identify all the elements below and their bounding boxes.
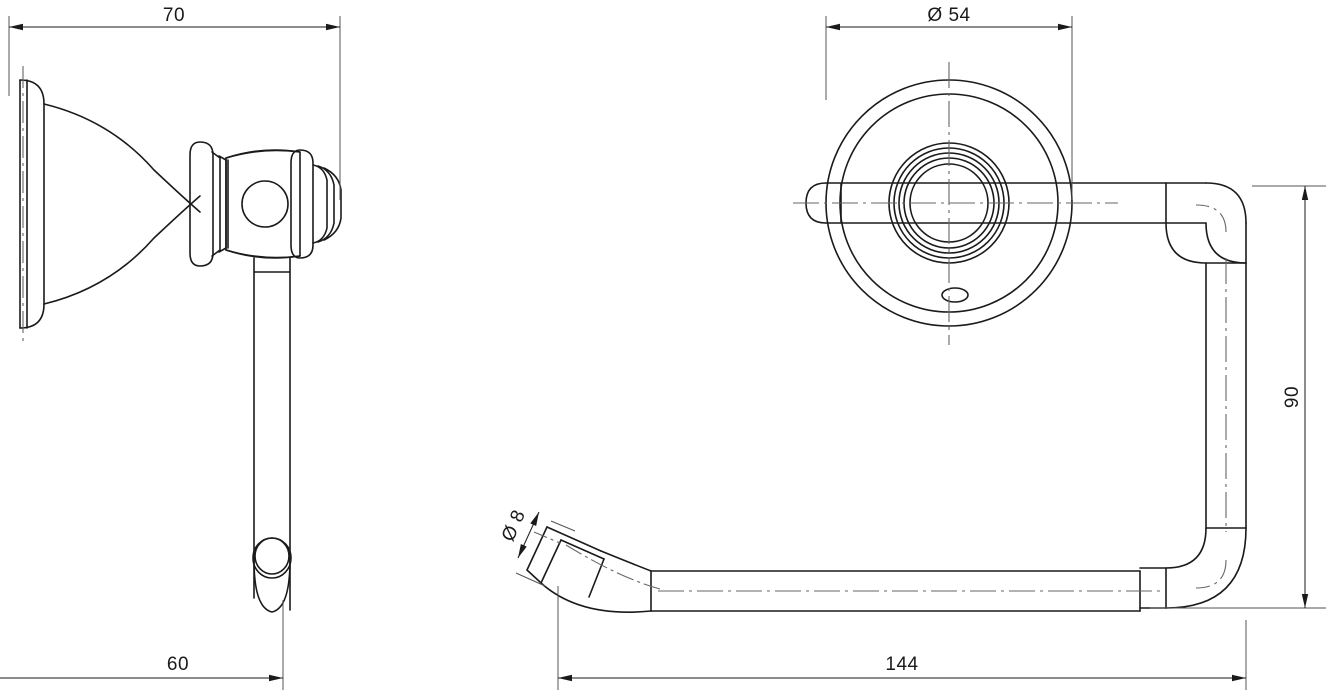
- dimension-60-label: 60: [167, 654, 189, 675]
- front-view-centerlines: [793, 62, 1227, 589]
- dimension-diameter-8: [515, 511, 576, 587]
- dim-line-8: [517, 511, 540, 559]
- ext-line-8-bottom: [515, 572, 546, 587]
- dimension-90: [1150, 185, 1326, 609]
- barrel-body: [225, 149, 301, 259]
- hook-vertical-leg: [1205, 262, 1247, 529]
- fixing-screw-hole: [941, 287, 969, 303]
- wall-plate-outline: [19, 79, 201, 329]
- dimension-70-label: 70: [163, 5, 185, 26]
- dimension-144-label: 144: [885, 654, 918, 675]
- finial-cap: [312, 164, 342, 244]
- hook-top-bend: [1165, 182, 1247, 264]
- ext-line-8-top: [550, 520, 576, 532]
- dimension-60: [0, 600, 284, 690]
- dimension-diameter-54-label: Ø 54: [927, 5, 970, 26]
- dimension-diameter-54: [825, 16, 1073, 200]
- arm-end-cap: [252, 537, 292, 613]
- dimension-90-label: 90: [1282, 386, 1303, 408]
- barrel-boss-circle: [241, 180, 289, 228]
- dimension-144: [557, 586, 1247, 690]
- end-collar-ring: [290, 149, 314, 259]
- hook-bottom-bend: [1165, 527, 1247, 609]
- side-elevation-view: [19, 79, 342, 613]
- dimension-70: [8, 16, 341, 200]
